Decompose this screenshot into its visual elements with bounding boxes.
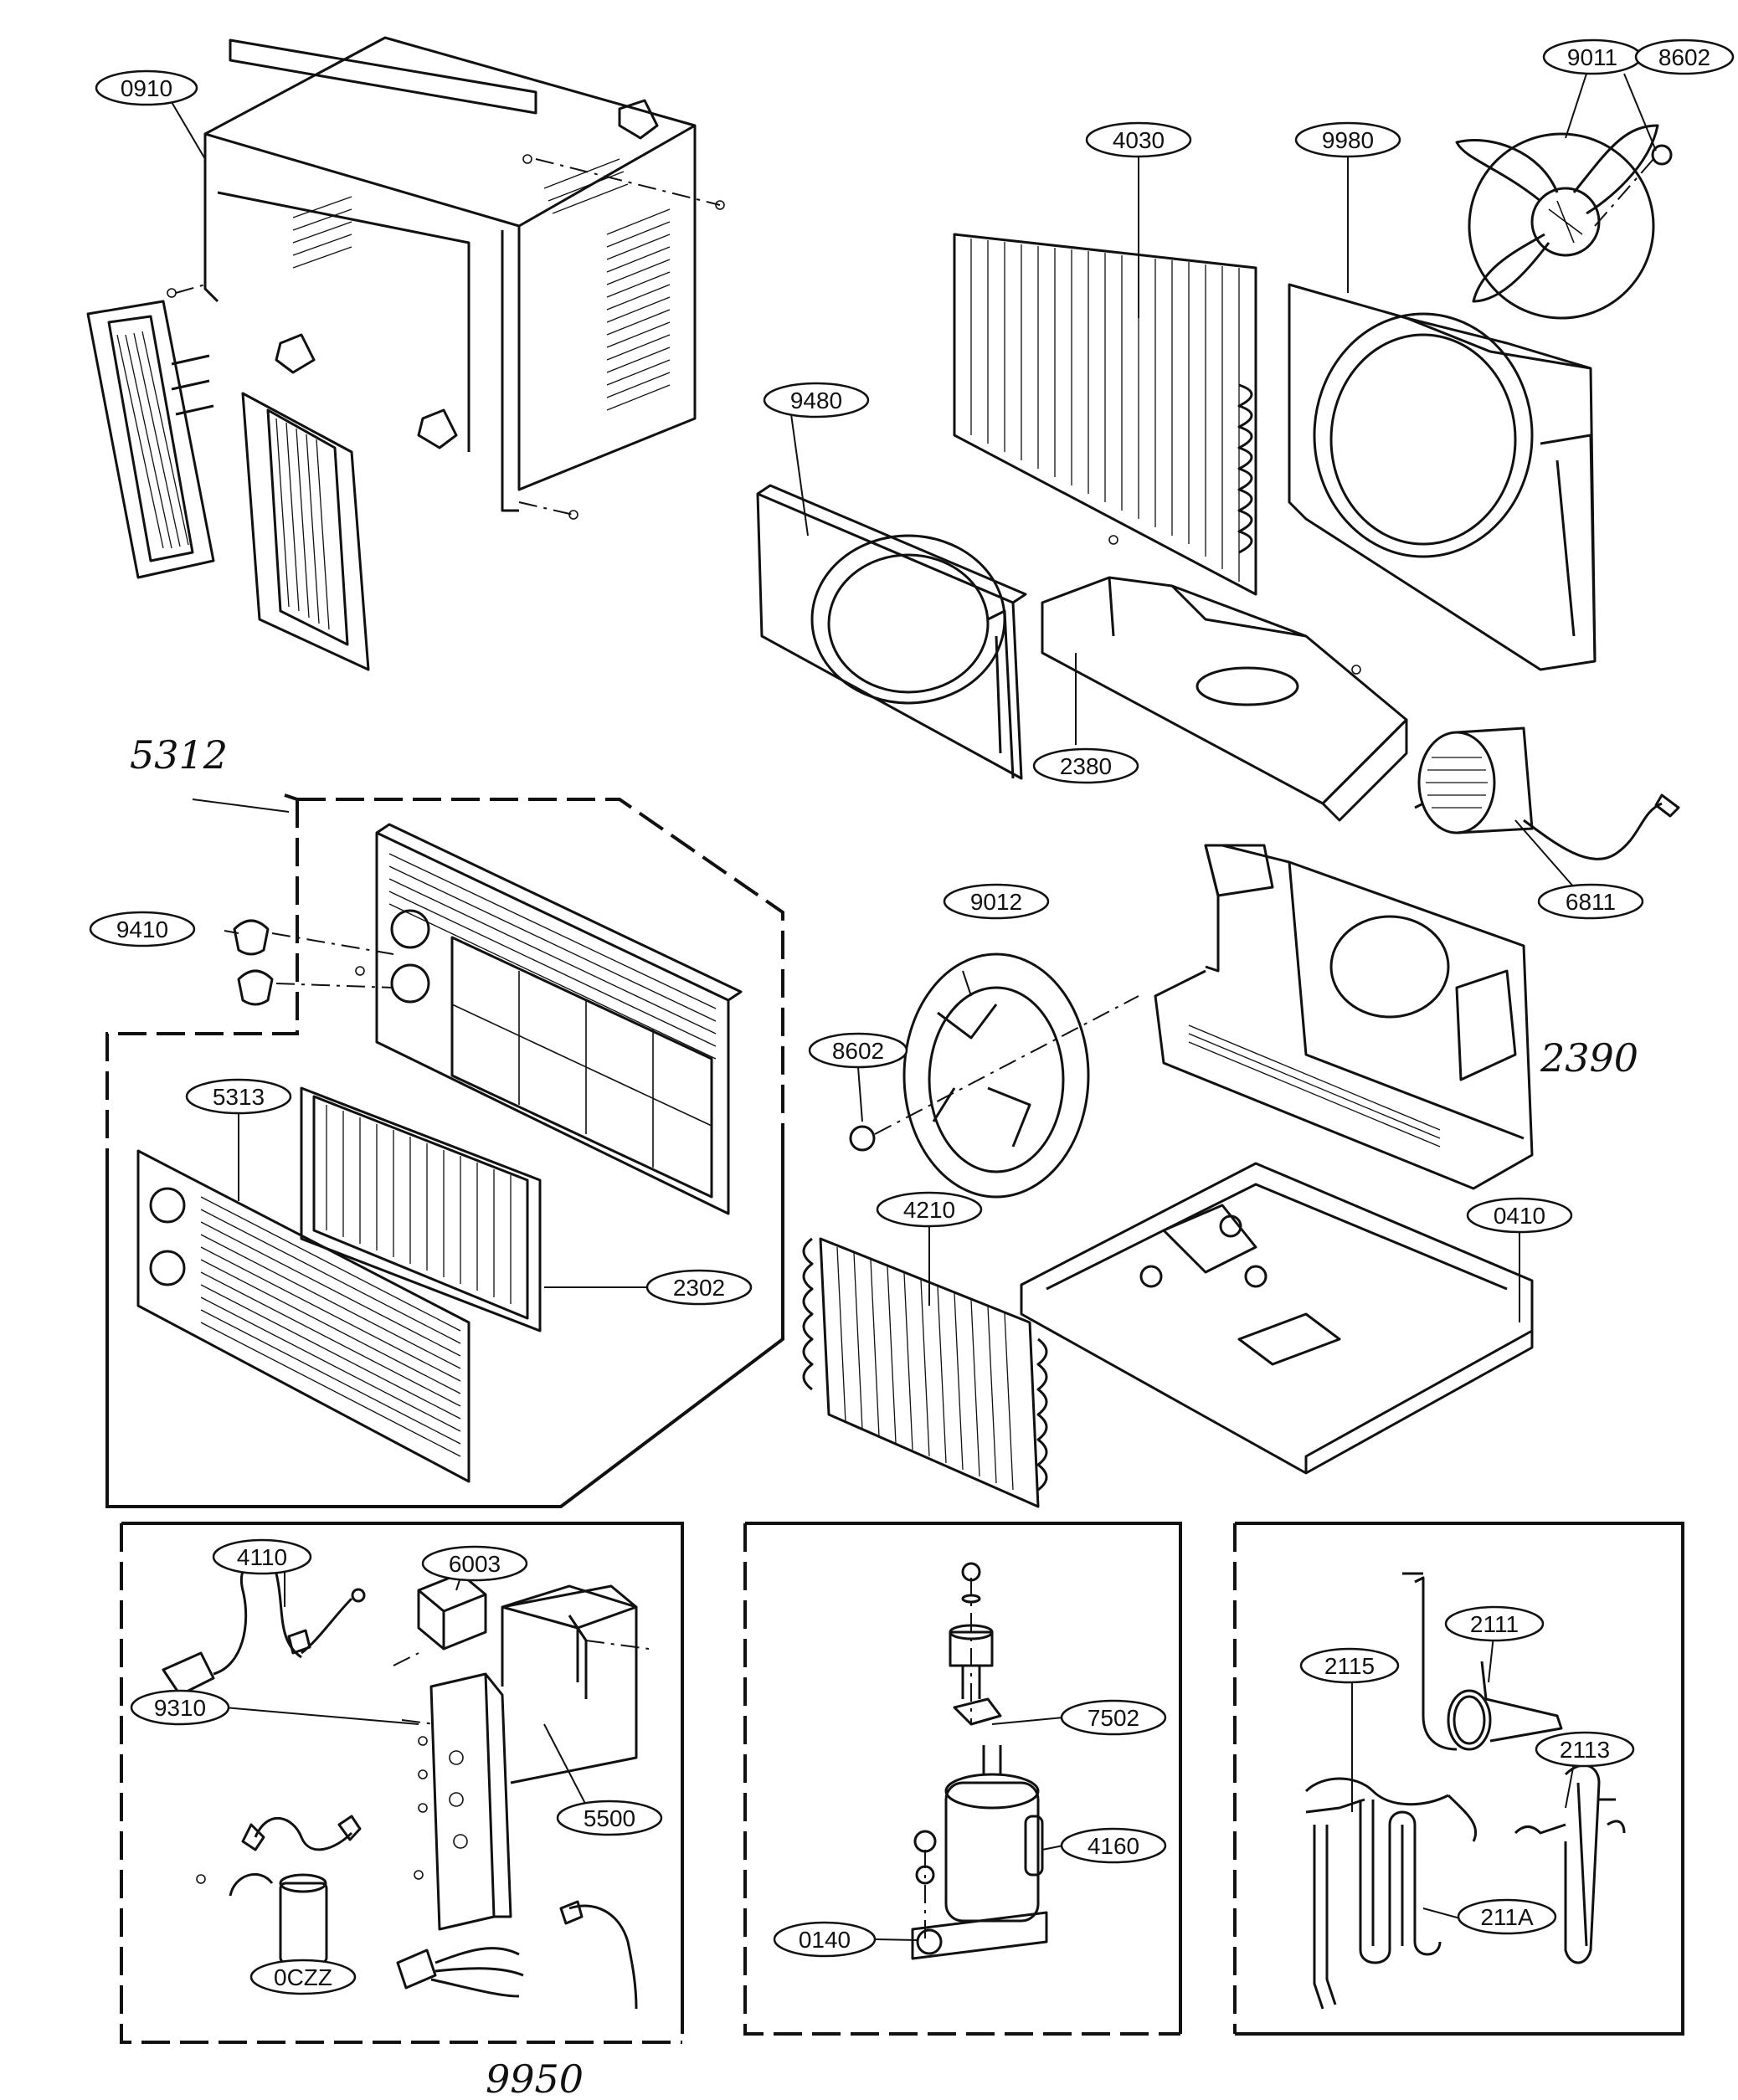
- label-2111: 2111: [1470, 1611, 1519, 1637]
- suction-pipe: [1304, 1777, 1478, 2010]
- leader-lines: [162, 73, 1657, 1968]
- front-panel: [375, 823, 743, 1215]
- label-2115: 2115: [1324, 1653, 1375, 1679]
- label-9480: 9480: [790, 388, 842, 413]
- label-0140: 0140: [799, 1927, 851, 1953]
- callout-5313: 5313: [185, 1078, 292, 1115]
- label-4160: 4160: [1088, 1833, 1139, 1859]
- condenser-coil: [953, 233, 1257, 596]
- electrical-box-boundary: [120, 1522, 684, 2044]
- label-5312: 5312: [130, 732, 228, 778]
- label-4030: 4030: [1113, 127, 1165, 153]
- callout-6811: 6811: [1537, 883, 1644, 920]
- label-8602-mid: 8602: [832, 1038, 884, 1064]
- callout-9011: 9011: [1542, 39, 1643, 75]
- label-9012: 9012: [970, 889, 1022, 915]
- label-9310: 9310: [154, 1695, 206, 1721]
- overload-protector: [949, 1562, 1002, 1726]
- label-7502: 7502: [1088, 1705, 1139, 1731]
- callout-5500: 5500: [556, 1800, 663, 1836]
- callout-7502: 7502: [1060, 1699, 1167, 1736]
- blower-nut: [849, 995, 1139, 1152]
- callout-9980: 9980: [1294, 121, 1401, 158]
- base-tray-drain: [1041, 535, 1408, 822]
- callout-0140: 0140: [773, 1921, 877, 1958]
- label-4210: 4210: [903, 1197, 955, 1223]
- compressor-box-boundary: [743, 1522, 1182, 2036]
- fan-nut: [1594, 144, 1673, 227]
- evaporator-housing: [1154, 844, 1534, 1190]
- callout-labels: 0910 9011 8602 4030 9980 9480 2380 5312: [89, 39, 1735, 2100]
- wire-harness: [396, 1900, 638, 2010]
- label-211A: 211A: [1480, 1904, 1534, 1930]
- label-2390: 2390: [1540, 1035, 1638, 1081]
- callout-4160: 4160: [1060, 1827, 1167, 1864]
- callout-4110: 4110: [212, 1538, 312, 1575]
- callout-0910: 0910: [95, 69, 198, 106]
- fan-motor: [1414, 727, 1680, 860]
- label-9410: 9410: [116, 917, 168, 942]
- front-grille: [136, 1149, 470, 1483]
- label-9011: 9011: [1567, 44, 1617, 70]
- capillary-tube: [1359, 1800, 1442, 1964]
- callout-2111: 2111: [1444, 1605, 1545, 1642]
- callout-6003: 6003: [421, 1545, 528, 1582]
- control-knobs: [233, 919, 394, 1006]
- capacitor: [196, 1872, 328, 1964]
- callout-2380: 2380: [1032, 747, 1139, 784]
- return-bend: [1514, 1764, 1626, 1964]
- label-2380: 2380: [1060, 753, 1112, 779]
- control-bracket: [401, 1584, 650, 1931]
- evaporator-coil: [802, 1237, 1048, 1508]
- cover-plate: [501, 1584, 638, 1682]
- base-pan: [1020, 1162, 1534, 1475]
- label-0910: 0910: [121, 75, 172, 101]
- label-4110: 4110: [237, 1544, 287, 1570]
- orifice-panel: [756, 484, 1027, 780]
- fan-shroud-condenser: [1288, 283, 1597, 671]
- callout-2302: 2302: [645, 1269, 753, 1306]
- callout-0CZZ: 0CZZ: [249, 1959, 357, 1995]
- discharge-pipe: [1402, 1572, 1563, 1751]
- label-6003: 6003: [449, 1551, 501, 1577]
- callout-2115: 2115: [1299, 1647, 1400, 1684]
- blower-wheel: [902, 952, 1090, 1199]
- label-9950: 9950: [486, 2056, 584, 2100]
- thermostat: [241, 1815, 362, 1851]
- label-8602-top: 8602: [1658, 44, 1710, 70]
- label-9980: 9980: [1322, 127, 1374, 153]
- side-curtain-right: [241, 392, 370, 671]
- label-5313: 5313: [213, 1084, 265, 1110]
- piping-box-boundary: [1233, 1522, 1684, 2036]
- label-0CZZ: 0CZZ: [274, 1964, 332, 1990]
- callout-8602-top: 8602: [1634, 39, 1735, 75]
- callout-0410: 0410: [1466, 1197, 1573, 1234]
- front-grille-boundary: [105, 793, 784, 1508]
- callout-9012: 9012: [943, 883, 1050, 920]
- label-2302: 2302: [673, 1275, 725, 1301]
- label-0410: 0410: [1494, 1203, 1545, 1229]
- callout-9480: 9480: [763, 382, 870, 418]
- callout-2113: 2113: [1535, 1731, 1635, 1768]
- callout-4030: 4030: [1085, 121, 1192, 158]
- callout-211A: 211A: [1457, 1898, 1557, 1935]
- label-6811: 6811: [1566, 889, 1616, 915]
- callout-4210: 4210: [876, 1191, 983, 1228]
- fan-blade: [1455, 124, 1659, 320]
- label-2113: 2113: [1560, 1737, 1610, 1763]
- cabinet-case: [167, 36, 725, 520]
- side-curtain-left: [86, 300, 215, 579]
- callout-9410: 9410: [89, 911, 196, 947]
- callout-8602-mid: 8602: [808, 1032, 908, 1069]
- callout-9310: 9310: [130, 1689, 230, 1726]
- air-filter: [300, 1086, 542, 1332]
- label-5500: 5500: [584, 1805, 635, 1831]
- power-cord: [162, 1558, 366, 1697]
- compressor: [911, 1745, 1048, 1960]
